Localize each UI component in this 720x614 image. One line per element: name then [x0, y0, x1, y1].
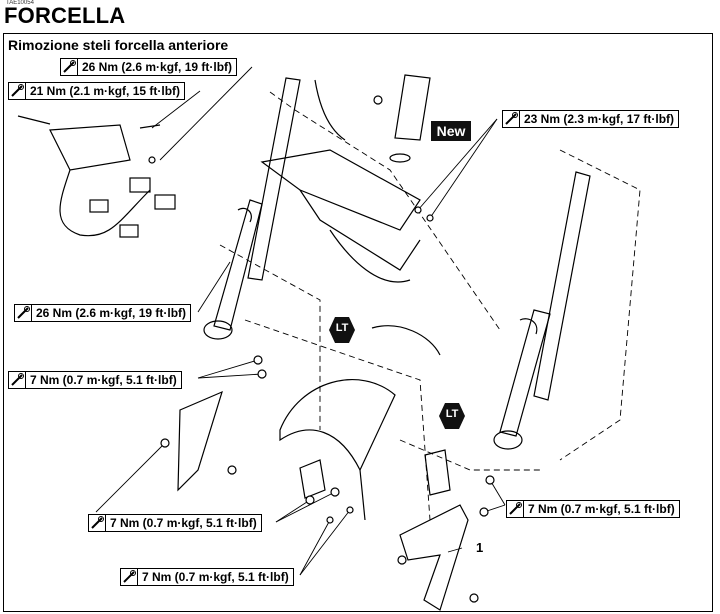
- torque-callout-left-bracket: 7 Nm (0.7 m·kgf, 5.1 ft·lbf): [88, 514, 262, 532]
- torque-callout-steering-head: 23 Nm (2.3 m·kgf, 17 ft·lbf): [502, 110, 680, 128]
- part-number-label: 1: [476, 540, 484, 555]
- torque-wrench-icon: [9, 83, 26, 99]
- new-part-tag: New: [431, 121, 471, 141]
- torque-callout-right-bracket: 7 Nm (0.7 m·kgf, 5.1 ft·lbf): [506, 500, 680, 518]
- page-title: FORCELLA: [4, 3, 126, 28]
- locktite-icon: LT: [438, 402, 466, 430]
- steering-assembly: [260, 74, 431, 283]
- brake-hose: [371, 325, 441, 356]
- torque-wrench-icon: [121, 569, 138, 585]
- lower-cover-part-1: [399, 504, 469, 611]
- torque-callout-upper-clamp: 26 Nm (2.6 m·kgf, 19 ft·lbf): [60, 58, 238, 76]
- brackets: [299, 449, 451, 499]
- torque-value: 7 Nm (0.7 m·kgf, 5.1 ft·lbf): [110, 516, 257, 530]
- torque-wrench-icon: [503, 111, 520, 127]
- torque-callout-fender-lower: 7 Nm (0.7 m·kgf, 5.1 ft·lbf): [120, 568, 294, 586]
- section-subtitle: Rimozione steli forcella anteriore: [8, 37, 229, 53]
- front-fender: [279, 379, 396, 521]
- torque-callout-lower-clamp: 26 Nm (2.6 m·kgf, 19 ft·lbf): [14, 304, 192, 322]
- leader-lines: [95, 66, 506, 576]
- torque-wrench-icon: [9, 372, 26, 388]
- torque-value: 26 Nm (2.6 m·kgf, 19 ft·lbf): [36, 306, 187, 320]
- bolts: [148, 95, 495, 603]
- torque-callout-handlebar: 21 Nm (2.1 m·kgf, 15 ft·lbf): [8, 82, 186, 100]
- torque-wrench-icon: [89, 515, 106, 531]
- torque-value: 21 Nm (2.1 m·kgf, 15 ft·lbf): [30, 84, 181, 98]
- torque-value: 7 Nm (0.7 m·kgf, 5.1 ft·lbf): [30, 373, 177, 387]
- content-frame: [3, 33, 713, 612]
- torque-value: 23 Nm (2.3 m·kgf, 17 ft·lbf): [524, 112, 675, 126]
- torque-value: 7 Nm (0.7 m·kgf, 5.1 ft·lbf): [142, 570, 289, 584]
- left-side-cover: [177, 390, 223, 492]
- torque-wrench-icon: [507, 501, 524, 517]
- assembly-guides: [219, 91, 641, 521]
- document-code: TAE10054: [6, 0, 34, 6]
- torque-value: 7 Nm (0.7 m·kgf, 5.1 ft·lbf): [528, 502, 675, 516]
- torque-callout-fender-bolt: 7 Nm (0.7 m·kgf, 5.1 ft·lbf): [8, 371, 182, 389]
- torque-wrench-icon: [61, 59, 78, 75]
- left-fork-tube: [203, 77, 301, 340]
- right-fork-tube: [493, 171, 591, 450]
- switch-assembly: [17, 115, 176, 238]
- torque-wrench-icon: [15, 305, 32, 321]
- locktite-icon: LT: [328, 316, 356, 344]
- torque-value: 26 Nm (2.6 m·kgf, 19 ft·lbf): [82, 60, 233, 74]
